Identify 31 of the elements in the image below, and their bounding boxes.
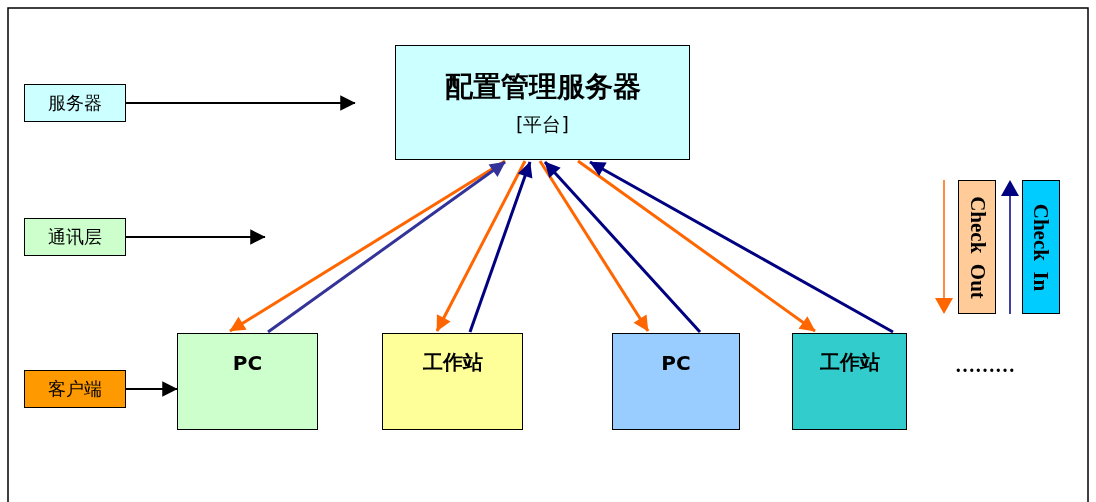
node-title: 通讯层 — [48, 225, 102, 249]
node-subtitle: [平台] — [516, 111, 569, 137]
node-title: PC — [661, 350, 691, 375]
tier-label-box — [24, 370, 126, 408]
node-title: Check Out — [964, 195, 990, 299]
node-title: Check In — [1028, 203, 1054, 291]
vertical-label-box — [1022, 180, 1060, 314]
arrow — [435, 160, 527, 332]
arrow — [468, 161, 533, 333]
arrow — [589, 160, 894, 334]
tier-label-box — [24, 84, 126, 122]
node-title: 客户端 — [48, 377, 102, 401]
node-title: 配置管理服务器 — [444, 68, 641, 105]
node-title: 工作站 — [422, 349, 483, 376]
node-title: 工作站 — [819, 349, 880, 376]
node-title: PC — [232, 350, 263, 375]
arrow — [543, 161, 702, 333]
tier-label-box — [24, 218, 126, 256]
client-box — [382, 333, 523, 430]
client-box — [177, 333, 318, 430]
node-title: 服务器 — [48, 91, 102, 115]
arrow — [538, 160, 650, 332]
arrow — [125, 229, 266, 245]
arrow — [125, 95, 356, 111]
server-box — [395, 45, 690, 160]
arrow — [125, 381, 178, 397]
arrow — [577, 159, 816, 333]
client-box — [792, 333, 907, 430]
client-box — [612, 333, 740, 430]
vertical-label-box — [958, 180, 996, 314]
ellipsis-text: ……… — [955, 354, 1015, 377]
